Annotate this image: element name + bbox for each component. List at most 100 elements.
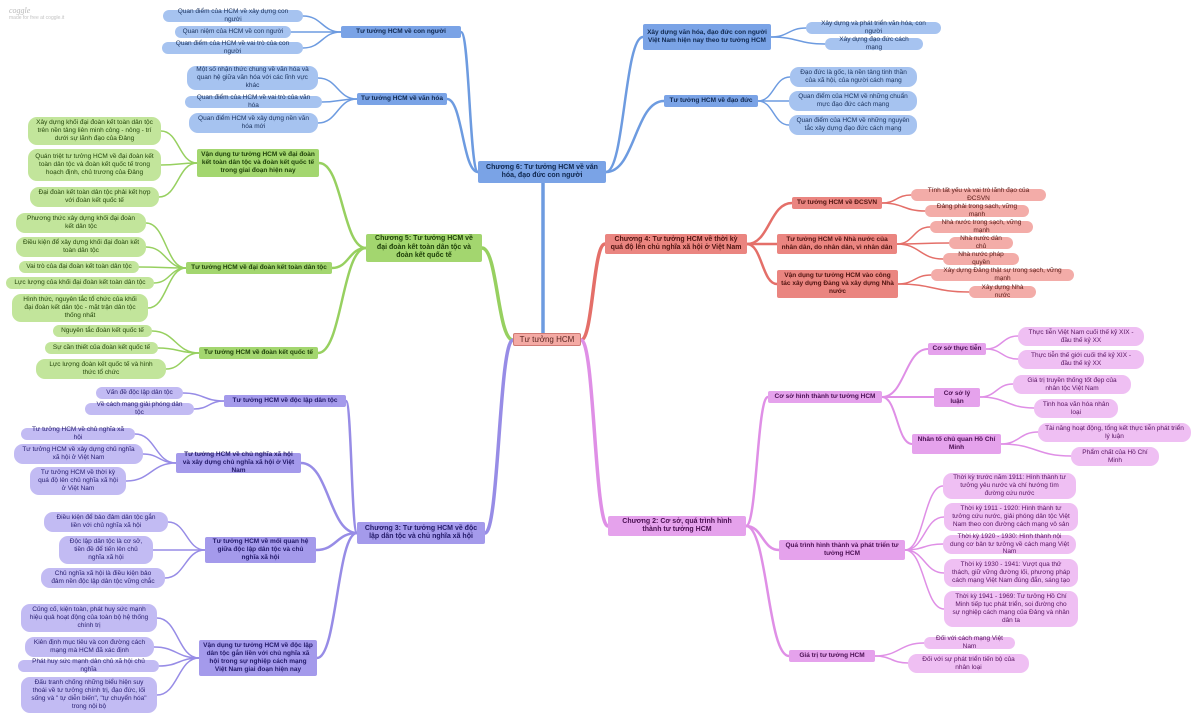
ch2-gia-tri-leaf[interactable]: Đối với cách mạng Việt Nam	[924, 635, 1015, 650]
ch6-con-nguoi-node[interactable]: Tư tưởng HCM về con người	[341, 26, 461, 38]
ch4-nha-nuoc-leaf[interactable]: Nhà nước pháp quyền	[943, 251, 1019, 266]
ch4-van-dung-leaf[interactable]: Xây dựng Nhà nước	[969, 284, 1036, 299]
ch5-van-dung-leaf[interactable]: Đại đoàn kết toàn dân tộc phải kết hợp v…	[30, 187, 159, 207]
ch2-co-so-node[interactable]: Cơ sở hình thành tư tưởng HCM	[768, 391, 882, 403]
ch4-nha-nuoc-leaf[interactable]: Nhà nước dân chủ	[949, 235, 1013, 250]
ch6-xay-dung-leaf[interactable]: Xây dựng đạo đức cách mạng	[825, 36, 923, 51]
ch3-van-dung-leaf[interactable]: Phát huy sức mạnh dân chủ xã hội chủ ngh…	[18, 658, 159, 673]
ch3-van-dung-leaf[interactable]: Đấu tranh chống những biểu hiện suy thoá…	[21, 677, 157, 713]
ch5-van-dung-node[interactable]: Vận dụng tư tưởng HCM về đại đoàn kết to…	[197, 149, 319, 177]
ch4-nha-nuoc-leaf[interactable]: Nhà nước trong sạch, vững mạnh	[930, 219, 1033, 234]
connector-line	[193, 400, 225, 410]
ch3-cnxh-leaf[interactable]: Tư tưởng HCM về thời kỳ quá độ lên chủ n…	[30, 467, 126, 495]
ch2-qua-trinh-node[interactable]: Quá trình hình thành và phát triển tư tư…	[779, 540, 905, 560]
ch5-dai-doan-ket-node[interactable]: Tư tưởng HCM về đại đoàn kết toàn dân tộ…	[186, 262, 332, 274]
ch2-thuc-tien-leaf[interactable]: Thực tiễn thế giới cuối thế kỷ XIX - đầu…	[1018, 350, 1144, 369]
ch5-dai-doan-ket-leaf[interactable]: Lực lượng của khối đại đoàn kết toàn dân…	[6, 277, 154, 289]
ch5-quoc-te-leaf[interactable]: Sự cần thiết của đoàn kết quốc tế	[45, 342, 158, 354]
connector-line	[165, 352, 200, 370]
ch2-gia-tri-node[interactable]: Giá trị tư tưởng HCM	[789, 650, 875, 662]
ch2-qua-trinh-leaf[interactable]: Thời kỳ 1911 - 1920: Hình thành tư tưởng…	[944, 503, 1078, 531]
ch2-chu-quan-leaf[interactable]: Phẩm chất của Hồ Chí Minh	[1071, 447, 1159, 466]
connector-line	[881, 396, 913, 445]
ch6-con-nguoi-leaf[interactable]: Quan điểm của HCM về vai trò của con ngư…	[162, 40, 303, 55]
connector-line	[985, 348, 1019, 360]
connector-line	[160, 130, 198, 164]
ch2-gia-tri-leaf[interactable]: Đối với sự phát triển tiến bộ của nhân l…	[908, 654, 1029, 673]
ch6-van-hoa-leaf[interactable]: Quan điểm của HCM về vai trò của văn hóa	[185, 94, 322, 109]
ch4-van-dung-node[interactable]: Vận dụng tư tưởng HCM vào công tác xây d…	[777, 270, 898, 298]
ch5-van-dung-leaf[interactable]: Quán triệt tư tưởng HCM về đại đoàn kết …	[28, 149, 161, 181]
ch3-doc-lap-leaf[interactable]: Vấn đề độc lập dân tộc	[96, 387, 183, 399]
ch3-doc-lap-node[interactable]: Tư tưởng HCM về độc lập dân tộc	[224, 395, 346, 407]
ch3-van-dung-node[interactable]: Vận dụng tư tưởng HCM về độc lập dân tộc…	[199, 640, 317, 676]
connector-line	[156, 657, 200, 696]
root-node[interactable]: Tư tưởng HCM	[513, 333, 581, 346]
connector-line	[904, 485, 944, 551]
ch2-ly-luan-leaf[interactable]: Tinh hoa văn hóa nhân loại	[1034, 399, 1118, 418]
ch6-con-nguoi-leaf[interactable]: Quan niệm của HCM về con người	[175, 26, 291, 38]
ch2-thuc-tien-leaf[interactable]: Thực tiễn Việt Nam cuối thế kỷ XIX - đầu…	[1018, 327, 1144, 346]
ch5-quoc-te-node[interactable]: Tư tưởng HCM về đoàn kết quốc tế	[199, 347, 318, 359]
ch3-moi-quan-he-leaf[interactable]: Độc lập dân tộc là cơ sở, tiền đề để tiế…	[59, 536, 153, 564]
ch3-moi-quan-he-leaf[interactable]: Điều kiện để bảo đảm dân tộc gắn liền vớ…	[44, 512, 168, 532]
ch5-quoc-te-leaf[interactable]: Lực lượng đoàn kết quốc tế và hình thức …	[36, 359, 166, 379]
ch5-dai-doan-ket-leaf[interactable]: Vai trò của đại đoàn kết toàn dân tộc	[19, 261, 139, 273]
ch2-chu-quan-node[interactable]: Nhân tố chủ quan Hồ Chí Minh	[912, 434, 1001, 454]
ch6-van-hoa-leaf[interactable]: Quan điểm HCM về xây dựng nền văn hóa mớ…	[189, 113, 318, 133]
chapter-6-node[interactable]: Chương 6: Tư tưởng HCM về văn hóa, đạo đ…	[478, 161, 606, 183]
chapter-2-node[interactable]: Chương 2: Cơ sở, quá trình hình thành tư…	[608, 516, 746, 536]
ch6-van-hoa-node[interactable]: Tư tưởng HCM về văn hóa	[357, 93, 447, 105]
ch5-dai-doan-ket-leaf[interactable]: Hình thức, nguyên tắc tổ chức của khối đ…	[12, 294, 148, 322]
ch3-doc-lap-leaf[interactable]: Về cách mạng giải phóng dân tộc	[85, 401, 194, 416]
ch4-dcsvn-leaf[interactable]: Tính tất yếu và vai trò lãnh đạo của ĐCS…	[911, 187, 1046, 202]
connector-line	[315, 531, 359, 660]
ch2-qua-trinh-leaf[interactable]: Thời kỳ 1930 - 1941: Vượt qua thử thách,…	[944, 559, 1078, 587]
ch2-ly-luan-node[interactable]: Cơ sở lý luận	[934, 388, 980, 407]
ch3-moi-quan-he-leaf[interactable]: Chủ nghĩa xã hội là điều kiện bảo đảm nề…	[41, 568, 165, 588]
connector-line	[579, 338, 610, 528]
connector-line	[145, 222, 187, 269]
ch3-cnxh-leaf[interactable]: Tư tưởng HCM về chủ nghĩa xã hội	[21, 426, 135, 441]
ch6-van-hoa-leaf[interactable]: Một số nhận thức chung về văn hóa và qua…	[187, 66, 318, 90]
chapter-4-node[interactable]: Chương 4: Tư tưởng HCM về thời kỳ quá độ…	[605, 234, 747, 254]
ch2-qua-trinh-leaf[interactable]: Thời kỳ 1941 - 1969: Tư tưởng Hồ Chí Min…	[944, 591, 1078, 627]
ch4-van-dung-leaf[interactable]: Xây dựng Đảng thật sự trong sạch, vững m…	[931, 267, 1074, 282]
ch3-van-dung-leaf[interactable]: Củng cố, kiện toàn, phát huy sức mạnh hi…	[21, 604, 157, 632]
ch6-xay-dung-node[interactable]: Xây dựng văn hóa, đạo đức con người Việt…	[643, 24, 771, 50]
connector-line	[316, 246, 368, 355]
ch6-dao-duc-leaf[interactable]: Quan điểm của HCM về những chuẩn mực đạo…	[789, 91, 917, 111]
ch2-qua-trinh-leaf[interactable]: Thời kỳ trước năm 1911: Hình thành tư tư…	[943, 473, 1076, 499]
ch4-nha-nuoc-node[interactable]: Tư tưởng HCM về Nhà nước của nhân dân, d…	[777, 234, 897, 254]
ch5-van-dung-leaf[interactable]: Xây dựng khối đại đoàn kết toàn dân tộc …	[28, 117, 161, 145]
ch6-xay-dung-leaf[interactable]: Xây dựng và phát triển văn hóa, con ngườ…	[806, 20, 941, 35]
connector-line	[770, 27, 807, 38]
connector-line	[483, 338, 515, 535]
ch5-dai-doan-ket-leaf[interactable]: Phương thức xây dựng khối đại đoàn kết d…	[16, 213, 146, 233]
connector-line	[302, 31, 342, 49]
ch5-quoc-te-leaf[interactable]: Nguyên tắc đoàn kết quốc tế	[53, 325, 152, 337]
ch6-dao-duc-leaf[interactable]: Quan điểm của HCM về những nguyên tắc xâ…	[789, 115, 917, 135]
ch3-cnxh-node[interactable]: Tư tưởng HCM về chủ nghĩa xã hội và xây …	[176, 451, 301, 474]
ch6-con-nguoi-leaf[interactable]: Quan điểm của HCM về xây dựng con người	[163, 8, 303, 23]
ch2-qua-trinh-leaf[interactable]: Thời kỳ 1920 - 1930: Hình thành nội dung…	[943, 533, 1076, 555]
ch3-cnxh-leaf[interactable]: Tư tưởng HCM về xây dựng chủ nghĩa xã hộ…	[14, 444, 143, 464]
connector-line	[156, 617, 200, 659]
ch4-dcsvn-leaf[interactable]: Đảng phải trong sạch, vững mạnh	[925, 203, 1029, 218]
ch2-thuc-tien-node[interactable]: Cơ sở thực tiễn	[928, 343, 986, 355]
connector-line	[896, 226, 931, 245]
ch6-dao-duc-node[interactable]: Tư tưởng HCM về đạo đức	[664, 95, 758, 107]
ch5-dai-doan-ket-leaf[interactable]: Điều kiện để xây dựng khối đại đoàn kết …	[16, 237, 146, 257]
chapter-3-node[interactable]: Chương 3: Tư tưởng HCM về độc lập dân tộ…	[357, 522, 485, 544]
ch6-dao-duc-leaf[interactable]: Đạo đức là gốc, là nền tảng tinh thần củ…	[790, 67, 917, 87]
ch2-chu-quan-leaf[interactable]: Tài năng hoạt động, tổng kết thực tiễn p…	[1038, 423, 1191, 442]
connector-line	[317, 161, 368, 250]
ch3-van-dung-leaf[interactable]: Kiên định mục tiêu và con đường cách mạn…	[25, 637, 154, 657]
ch2-ly-luan-leaf[interactable]: Giá trị truyền thống tốt đẹp của nhân tộ…	[1013, 375, 1131, 394]
connector-line	[881, 194, 912, 204]
chapter-5-node[interactable]: Chương 5: Tư tưởng HCM về đại đoàn kết t…	[366, 234, 482, 262]
connector-line	[167, 521, 206, 551]
ch4-dcsvn-node[interactable]: Tư tưởng HCM về ĐCSVN	[792, 197, 882, 209]
ch3-moi-quan-he-node[interactable]: Tư tưởng HCM về mối quan hệ giữa độc lập…	[205, 537, 316, 563]
connector-line	[985, 335, 1019, 350]
